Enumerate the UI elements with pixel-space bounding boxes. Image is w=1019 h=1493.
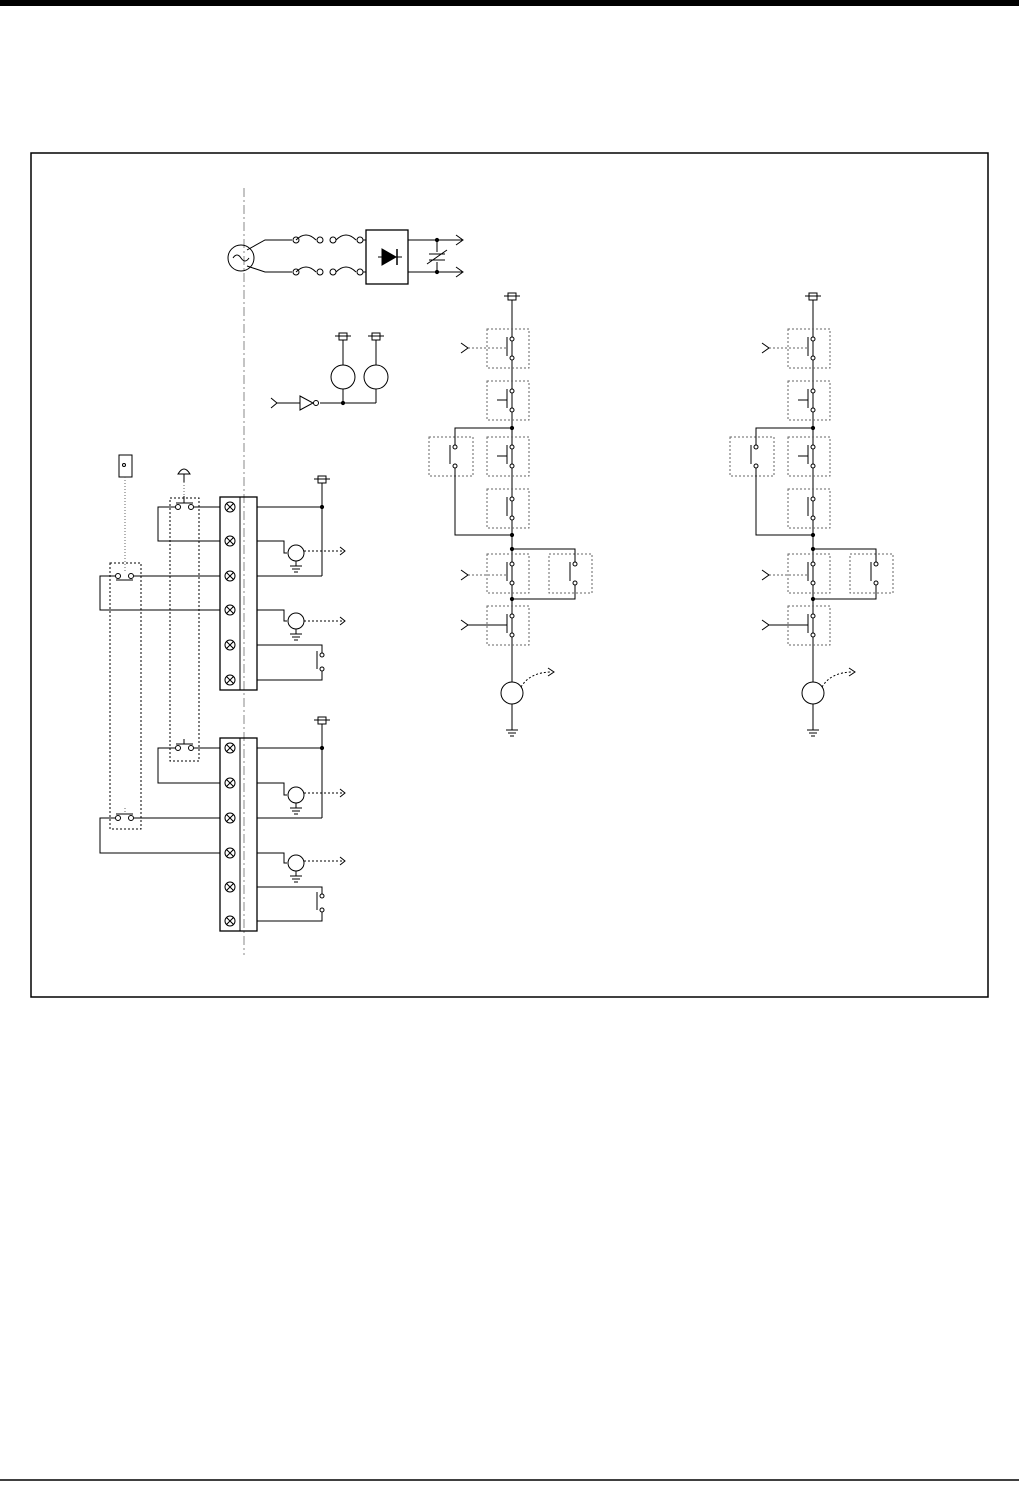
mushroom-button-icon: [178, 469, 190, 482]
ladder-circuit-2: [730, 293, 893, 736]
contact-icon: [808, 337, 815, 360]
contact-icon: [871, 562, 878, 585]
block2-left-wiring: [100, 739, 220, 853]
contact-icon: [808, 389, 815, 412]
key-switch-enclosure: [110, 563, 141, 829]
contact-icon: [570, 562, 577, 585]
terminal-screws-2: [225, 743, 235, 926]
indicator-lamp-icon: [288, 855, 304, 871]
relay-coil-icon: [501, 682, 523, 704]
capacitor-icon: [427, 240, 447, 272]
relay-coil-icon: [802, 682, 824, 704]
fuse-icon: [293, 235, 363, 243]
contact-icon: [808, 562, 815, 585]
indicator-lamp-icon: [288, 545, 304, 561]
contact-icon: [507, 389, 514, 412]
fuse-icon: [293, 267, 363, 275]
block2-right-wiring: [257, 717, 345, 921]
power-supply: [228, 230, 463, 284]
contact-icon: [808, 445, 815, 468]
terminal-block-icon: [220, 497, 257, 690]
contact-icon: [507, 614, 514, 637]
contact-icon: [808, 497, 815, 520]
ground-icon: [807, 730, 819, 736]
figure-frame: [31, 153, 988, 997]
terminal-screws-1: [225, 502, 235, 685]
contact-icon: [507, 562, 514, 585]
block1-right-wiring: [257, 476, 345, 680]
ground-icon: [506, 730, 518, 736]
relay-coil-icon: [331, 365, 355, 389]
contact-icon: [808, 614, 815, 637]
ladder-circuit-1: [429, 293, 592, 736]
key-switch-icon: [119, 455, 132, 477]
indicator-lamp-icon: [288, 787, 304, 803]
terminal-block-icon: [220, 738, 257, 931]
emergency-stop-enclosure: [170, 498, 199, 761]
inverter-icon: [300, 396, 313, 410]
contact-icon: [507, 497, 514, 520]
block1-left-wiring: [100, 496, 220, 610]
contact-icon: [507, 337, 514, 360]
inverter-coil-group: [271, 333, 388, 410]
contact-icon: [450, 445, 457, 468]
indicator-lamp-icon: [288, 613, 304, 629]
relay-coil-icon: [364, 365, 388, 389]
contact-icon: [507, 445, 514, 468]
contact-icon: [751, 445, 758, 468]
header-bar: [0, 0, 1019, 6]
